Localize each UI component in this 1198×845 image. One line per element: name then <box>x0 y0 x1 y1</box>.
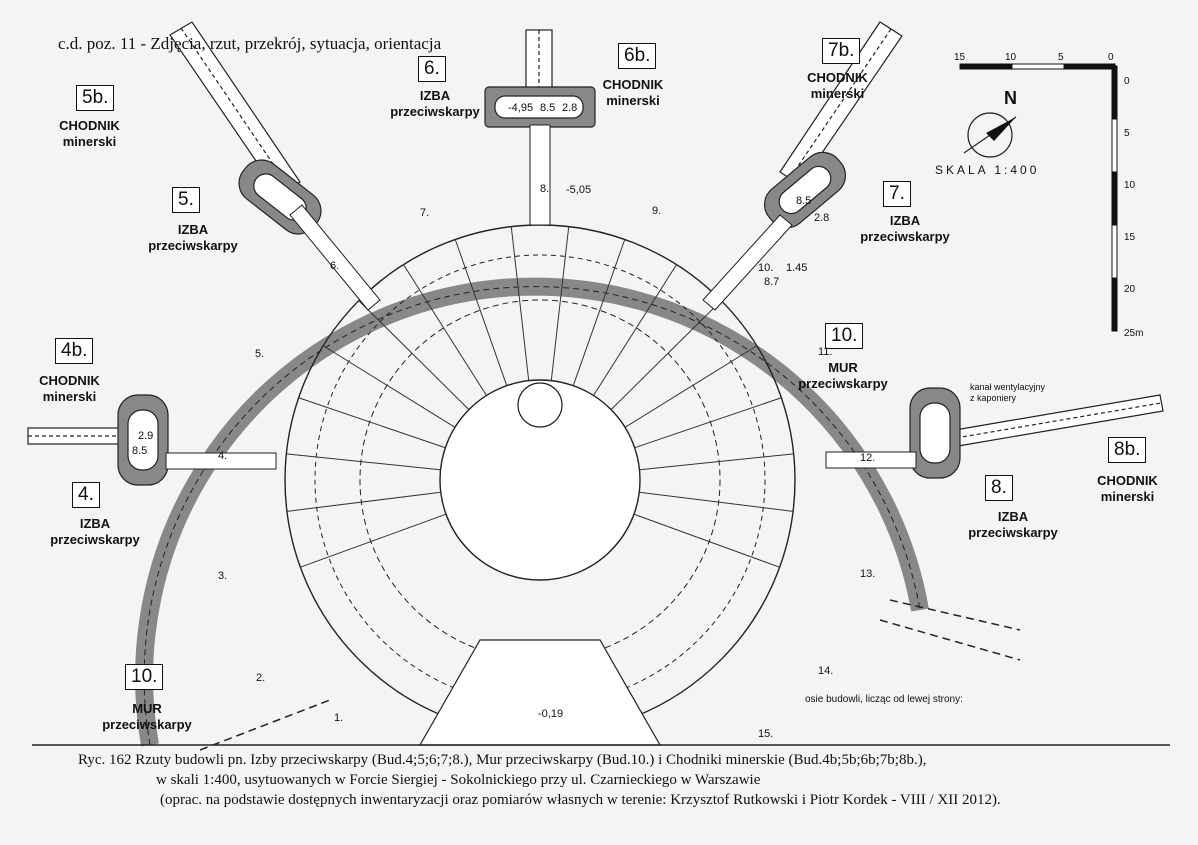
box-6: 6. <box>418 56 446 82</box>
scale-text: SKALA 1:400 <box>935 163 1040 177</box>
inner-building <box>284 224 796 736</box>
room-13: 13. <box>860 568 876 580</box>
room-4: 4. <box>218 450 228 462</box>
dim-2: 2.8 <box>562 102 578 114</box>
box-8b: 8b. <box>1108 437 1147 463</box>
radial-walls <box>286 226 794 568</box>
caption-line-2: w skali 1:400, usytuowanych w Forcie Sie… <box>156 772 761 788</box>
room-2: 2. <box>256 672 266 684</box>
scale-v-25: 25m <box>1124 328 1144 339</box>
box-4b: 4b. <box>55 338 94 364</box>
north-label: N <box>1004 88 1017 108</box>
box-10-right: 10. <box>825 323 864 349</box>
radial-wall <box>322 345 456 428</box>
box-7: 7. <box>883 181 911 207</box>
room-14: 14. <box>818 665 834 677</box>
room-10: 10. <box>758 262 774 274</box>
scale-v-20: 20 <box>1124 284 1136 295</box>
scale-bar <box>959 63 1118 332</box>
room-12: 12. <box>860 452 876 464</box>
radial-wall <box>403 264 487 396</box>
scale-h-15: 15 <box>954 52 966 63</box>
box-5b: 5b. <box>76 85 115 111</box>
radial-wall <box>633 513 780 568</box>
level-3: -0,19 <box>538 708 564 720</box>
axes-note: osie budowli, licząc od lewej strony: <box>805 694 963 705</box>
radial-wall <box>286 453 441 471</box>
page-header: c.d. poz. 11 - Zdjęcia, rzut, przekrój, … <box>58 34 442 53</box>
box-5: 5. <box>172 187 200 213</box>
scale-v-10: 10 <box>1124 180 1136 191</box>
dim-6: 2.8 <box>814 212 830 224</box>
room-6: 6. <box>330 260 340 272</box>
figure-caption: Ryc. 162 Rzuty budowli pn. Izby przeciws… <box>78 750 1001 810</box>
room-9: 9. <box>652 205 662 217</box>
radial-wall <box>286 491 441 512</box>
dim-7: 8.7 <box>764 276 780 288</box>
radial-wall <box>593 264 677 396</box>
connecting-corridors <box>165 124 917 470</box>
scale-v-15: 15 <box>1124 232 1136 243</box>
room-1: 1. <box>334 712 344 724</box>
radial-wall <box>639 453 794 471</box>
scale-v-5: 5 <box>1124 128 1130 139</box>
room-11: 11. <box>818 346 833 358</box>
scale-h-5: 5 <box>1058 52 1064 63</box>
box-7b: 7b. <box>822 38 861 64</box>
level-1: -4,95 <box>508 102 534 114</box>
dim-5: 8.5 <box>796 195 812 207</box>
dim-4: 8.5 <box>132 445 148 457</box>
radial-wall <box>358 300 470 411</box>
counterscarp-chambers <box>117 86 961 486</box>
radial-wall <box>300 513 447 568</box>
radial-wall <box>572 239 626 386</box>
radial-wall <box>639 491 794 512</box>
radial-wall <box>454 239 508 386</box>
radial-wall <box>510 226 530 381</box>
box-10-left: 10. <box>125 664 164 690</box>
room-7: 7. <box>420 207 430 219</box>
box-6b: 6b. <box>618 43 657 69</box>
caption-line-3: (oprac. na podstawie dostępnych inwentar… <box>160 792 1001 808</box>
scale-v-0: 0 <box>1124 76 1130 87</box>
level-2: -5,05 <box>566 184 592 196</box>
dim-3: 2.9 <box>138 430 154 442</box>
entrance-passage <box>418 639 662 746</box>
room-5: 5. <box>255 348 265 360</box>
box-4: 4. <box>72 482 100 508</box>
room-15: 15. <box>758 728 774 740</box>
radial-wall <box>550 226 570 381</box>
scale-h-0: 0 <box>1108 52 1114 63</box>
radial-wall <box>298 397 446 449</box>
gallery-5b <box>169 21 301 197</box>
radial-wall <box>634 397 782 449</box>
radial-wall <box>610 300 722 411</box>
caption-line-1: Ryc. 162 Rzuty budowli pn. Izby przeciws… <box>78 752 927 768</box>
scale-h-10: 10 <box>1005 52 1017 63</box>
room-3: 3. <box>218 570 228 582</box>
dim-1: 8.5 <box>540 102 556 114</box>
dim-8: 1.45 <box>786 262 808 274</box>
radial-wall <box>624 345 758 428</box>
box-8: 8. <box>985 475 1013 501</box>
room-8: 8. <box>540 183 550 195</box>
north-arrow <box>963 112 1017 158</box>
